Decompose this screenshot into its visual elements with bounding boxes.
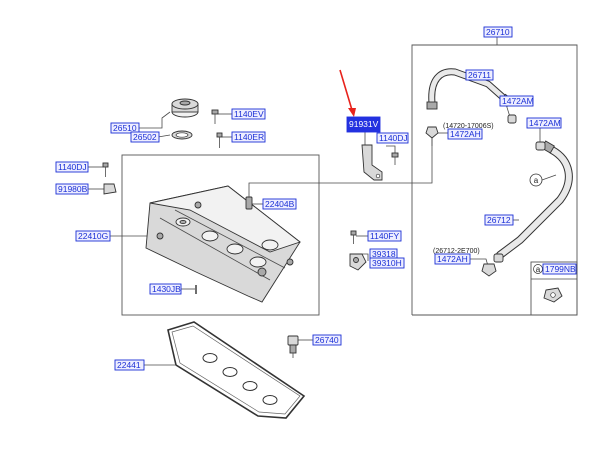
tag-1140fy[interactable]: 1140FY — [367, 230, 402, 242]
tag-label: 1140EV — [234, 109, 264, 119]
camshaft-sensor — [349, 253, 367, 271]
tag-label: 1472AH — [437, 254, 468, 264]
tag-39310h[interactable]: 39310H — [369, 257, 405, 269]
tag-1430jb[interactable]: 1430JB — [149, 283, 182, 295]
cover-group-box — [121, 154, 320, 316]
stud-22404b — [245, 188, 253, 210]
oil-filler-cap — [171, 98, 199, 118]
tag-26712[interactable]: 26712 — [484, 214, 514, 226]
bolt-1140dj-right — [391, 152, 399, 165]
tag-1140dj-right[interactable]: 1140DJ — [376, 132, 409, 144]
tag-label: 1140DJ — [379, 133, 408, 143]
tag-label: 39318 — [372, 249, 396, 259]
tag-22441[interactable]: 22441 — [114, 359, 145, 371]
clip-1799nb — [543, 287, 563, 303]
tag-1140ev[interactable]: 1140EV — [231, 108, 266, 120]
tag-label: 1140DJ — [58, 162, 87, 172]
tag-1799nb[interactable]: a 1799NB — [533, 263, 577, 275]
breather-hose-box — [411, 44, 578, 316]
tag-label: 1472AH — [450, 129, 481, 139]
tag-label: 22441 — [117, 360, 141, 370]
hose-clamp-upper — [507, 114, 517, 124]
tag-label: 91931V — [349, 119, 379, 129]
tag-26711[interactable]: 26711 — [465, 69, 494, 81]
subbox-a-label: a — [536, 265, 541, 274]
tag-1472ah-lower[interactable]: 1472AH — [434, 253, 471, 265]
bolt-1140ev — [211, 109, 219, 124]
red-pointer-arrow — [339, 69, 356, 117]
tag-26510[interactable]: 26510 — [110, 122, 140, 134]
tag-label: 26711 — [468, 70, 491, 80]
bolt-1140er — [216, 132, 223, 148]
breather-hose-lower — [493, 140, 573, 263]
reference-marker-a: a — [529, 173, 543, 187]
circle-a-label: a — [534, 176, 539, 185]
tag-label: 1140ER — [234, 132, 264, 142]
hose-clamp-right — [535, 141, 546, 151]
tag-22404b[interactable]: 22404B — [262, 198, 297, 210]
note-14720: (14720-17006S) — [443, 123, 494, 130]
tag-26502[interactable]: 26502 — [130, 131, 160, 143]
clip-91980b — [103, 183, 117, 195]
tag-22410g[interactable]: 22410G — [75, 230, 111, 242]
rocker-cover-gasket — [167, 321, 306, 419]
tag-label: 91980B — [58, 184, 88, 194]
tag-26710[interactable]: 26710 — [483, 26, 513, 38]
tag-91931v-highlighted[interactable]: 91931V — [346, 116, 381, 133]
tag-1472am-right[interactable]: 1472AM — [526, 117, 562, 129]
tag-label: 26502 — [133, 132, 157, 142]
tag-label: 39310H — [372, 258, 402, 268]
oil-cap-gasket — [171, 130, 193, 140]
fitting-1472ah-upper — [425, 126, 439, 146]
rocker-cover — [145, 185, 301, 303]
tag-label: 1472AM — [529, 118, 561, 128]
bolt-1140dj-left — [102, 162, 109, 177]
bracket-91931v — [361, 144, 383, 181]
tag-label: 1430JB — [152, 284, 181, 294]
fitting-1472ah-lower — [481, 263, 497, 277]
tag-1472am-upper[interactable]: 1472AM — [499, 95, 534, 107]
tag-label: 1472AM — [502, 96, 534, 106]
tag-label: 26510 — [113, 123, 137, 133]
note-26712: (26712-2E700) — [433, 248, 480, 255]
tag-label: 1140FY — [370, 231, 399, 241]
tag-1472ah-upper[interactable]: 1472AH — [447, 128, 483, 140]
tag-1140dj-left[interactable]: 1140DJ — [55, 161, 89, 173]
tag-1140er[interactable]: 1140ER — [231, 131, 266, 143]
tag-91980b[interactable]: 91980B — [55, 183, 89, 195]
bolt-1140fy — [350, 230, 357, 244]
tag-label: 22404B — [265, 199, 295, 209]
tag-label: 22410G — [78, 231, 108, 241]
tag-label: 1799NB — [545, 264, 576, 274]
tag-label: 26740 — [315, 335, 339, 345]
pcv-valve — [287, 335, 299, 358]
tag-label: 26710 — [486, 27, 510, 37]
tag-label: 26712 — [487, 215, 511, 225]
clip-subbox — [530, 261, 578, 316]
tag-26740[interactable]: 26740 — [312, 334, 342, 346]
